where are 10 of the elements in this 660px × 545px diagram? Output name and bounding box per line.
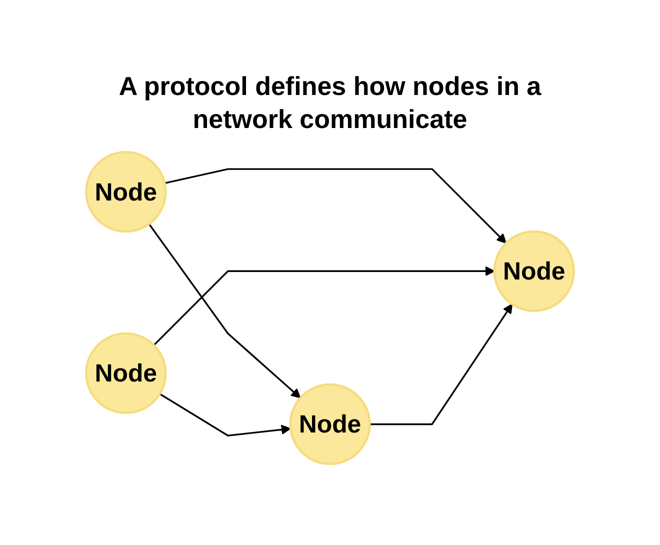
arrow [159,393,291,436]
arrow [153,266,495,346]
arrow [164,168,506,244]
node-circle: Node [85,332,167,414]
node-circle: Node [493,230,575,312]
node-circle: Node [289,383,371,466]
diagram-title: A protocol defines how nodes in a network communicate [118,70,542,135]
arrow [370,304,513,426]
arrow [148,223,301,398]
node-circle: Node [85,150,167,233]
